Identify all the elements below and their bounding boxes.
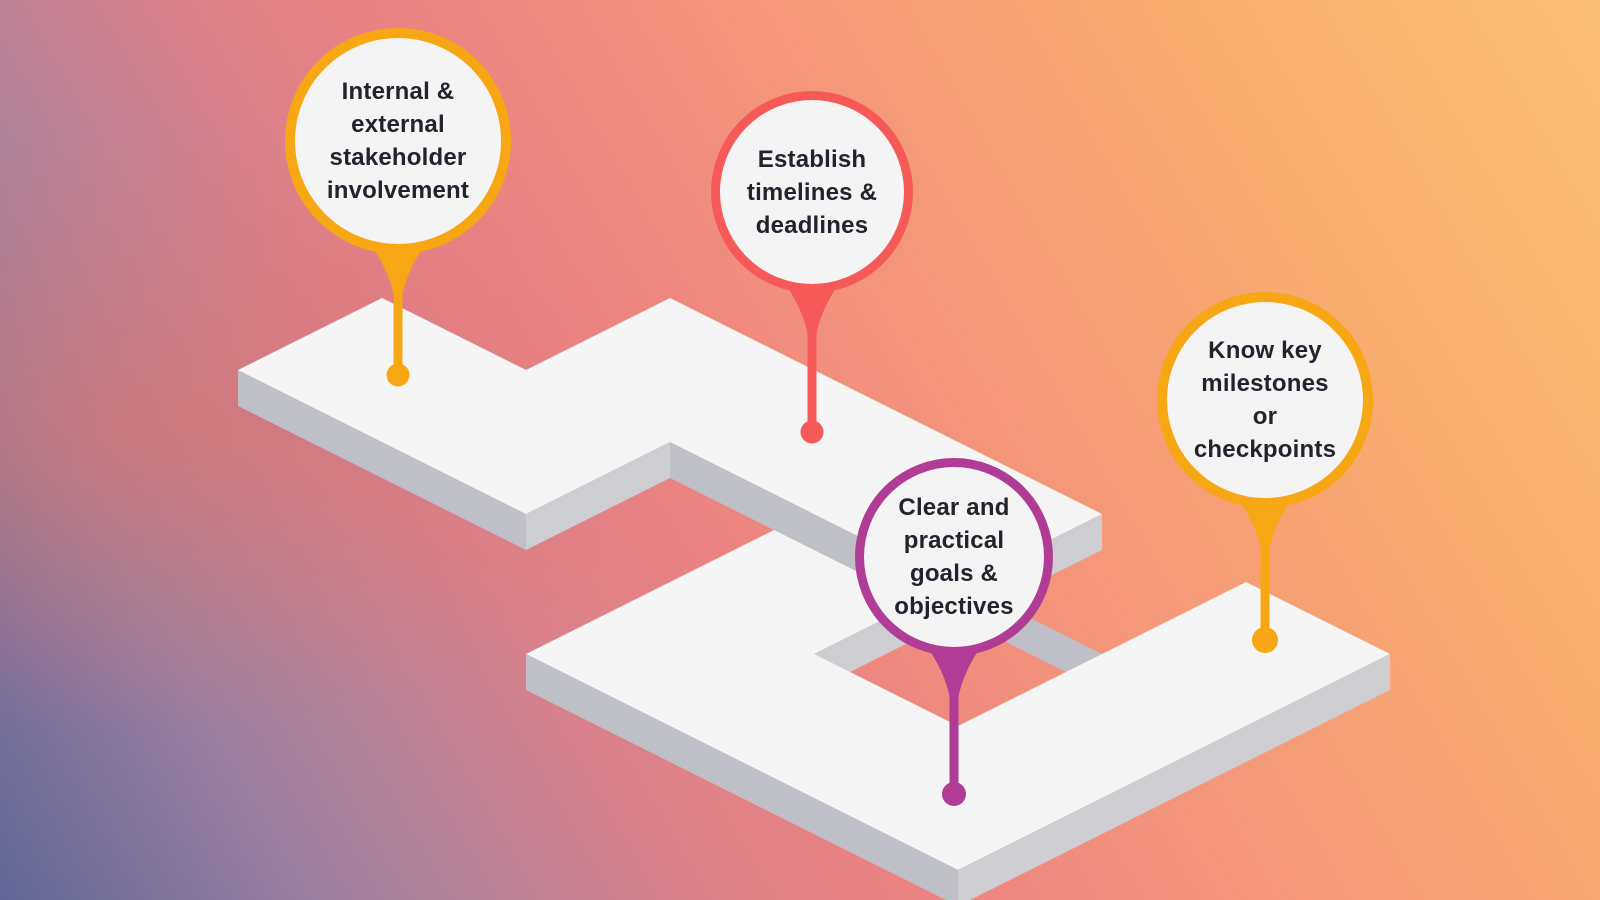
pin-dot-timelines xyxy=(800,420,824,444)
callout-bubble-milestones: Know key milestones or checkpoints xyxy=(1157,292,1373,508)
bubble-text-line: Know key xyxy=(1208,337,1322,364)
upper-plank-a-sw-wall xyxy=(238,370,526,550)
bubble-text-line: Internal & xyxy=(341,78,455,105)
bubble-text-line: goals & xyxy=(909,560,999,587)
pin-tail-milestones xyxy=(1235,494,1295,640)
pin-dot-milestones xyxy=(1252,627,1278,653)
bubble-text-line: objectives xyxy=(894,593,1014,620)
pin-tail-goals xyxy=(924,642,984,794)
bubble-text-line: external xyxy=(351,111,445,138)
upper-plank-a-end-wall xyxy=(526,442,670,550)
callout-bubble-goals: Clear and practical goals & objectives xyxy=(855,458,1053,656)
callout-bubble-timelines: Establish timelines & deadlines xyxy=(711,91,913,293)
bubble-text-line: timelines & xyxy=(746,178,878,206)
bubble-text-line: practical xyxy=(903,527,1005,554)
bubble-text-line: deadlines xyxy=(755,211,869,239)
pin-dot-goals xyxy=(942,782,966,806)
lower-slab-sw-wall xyxy=(526,654,958,900)
pin-dot-stakeholder xyxy=(386,363,410,387)
pin-tail-timelines xyxy=(782,279,842,432)
bubble-text-line: stakeholder xyxy=(329,144,467,171)
bubble-text-line: or xyxy=(1252,403,1278,430)
lower-slab-top-face xyxy=(526,510,1390,870)
callout-bubble-stakeholder: Internal & external stakeholder involvem… xyxy=(285,28,511,254)
lower-slab-se-wall xyxy=(958,654,1390,900)
bubble-text-line: involvement xyxy=(326,177,470,204)
bubble-text-line: Establish xyxy=(757,145,867,173)
bubble-text-line: Clear and xyxy=(898,494,1010,521)
bubble-text-line: milestones xyxy=(1201,370,1329,397)
bubble-text-line: checkpoints xyxy=(1193,436,1337,463)
pin-tail-stakeholder xyxy=(368,240,428,375)
